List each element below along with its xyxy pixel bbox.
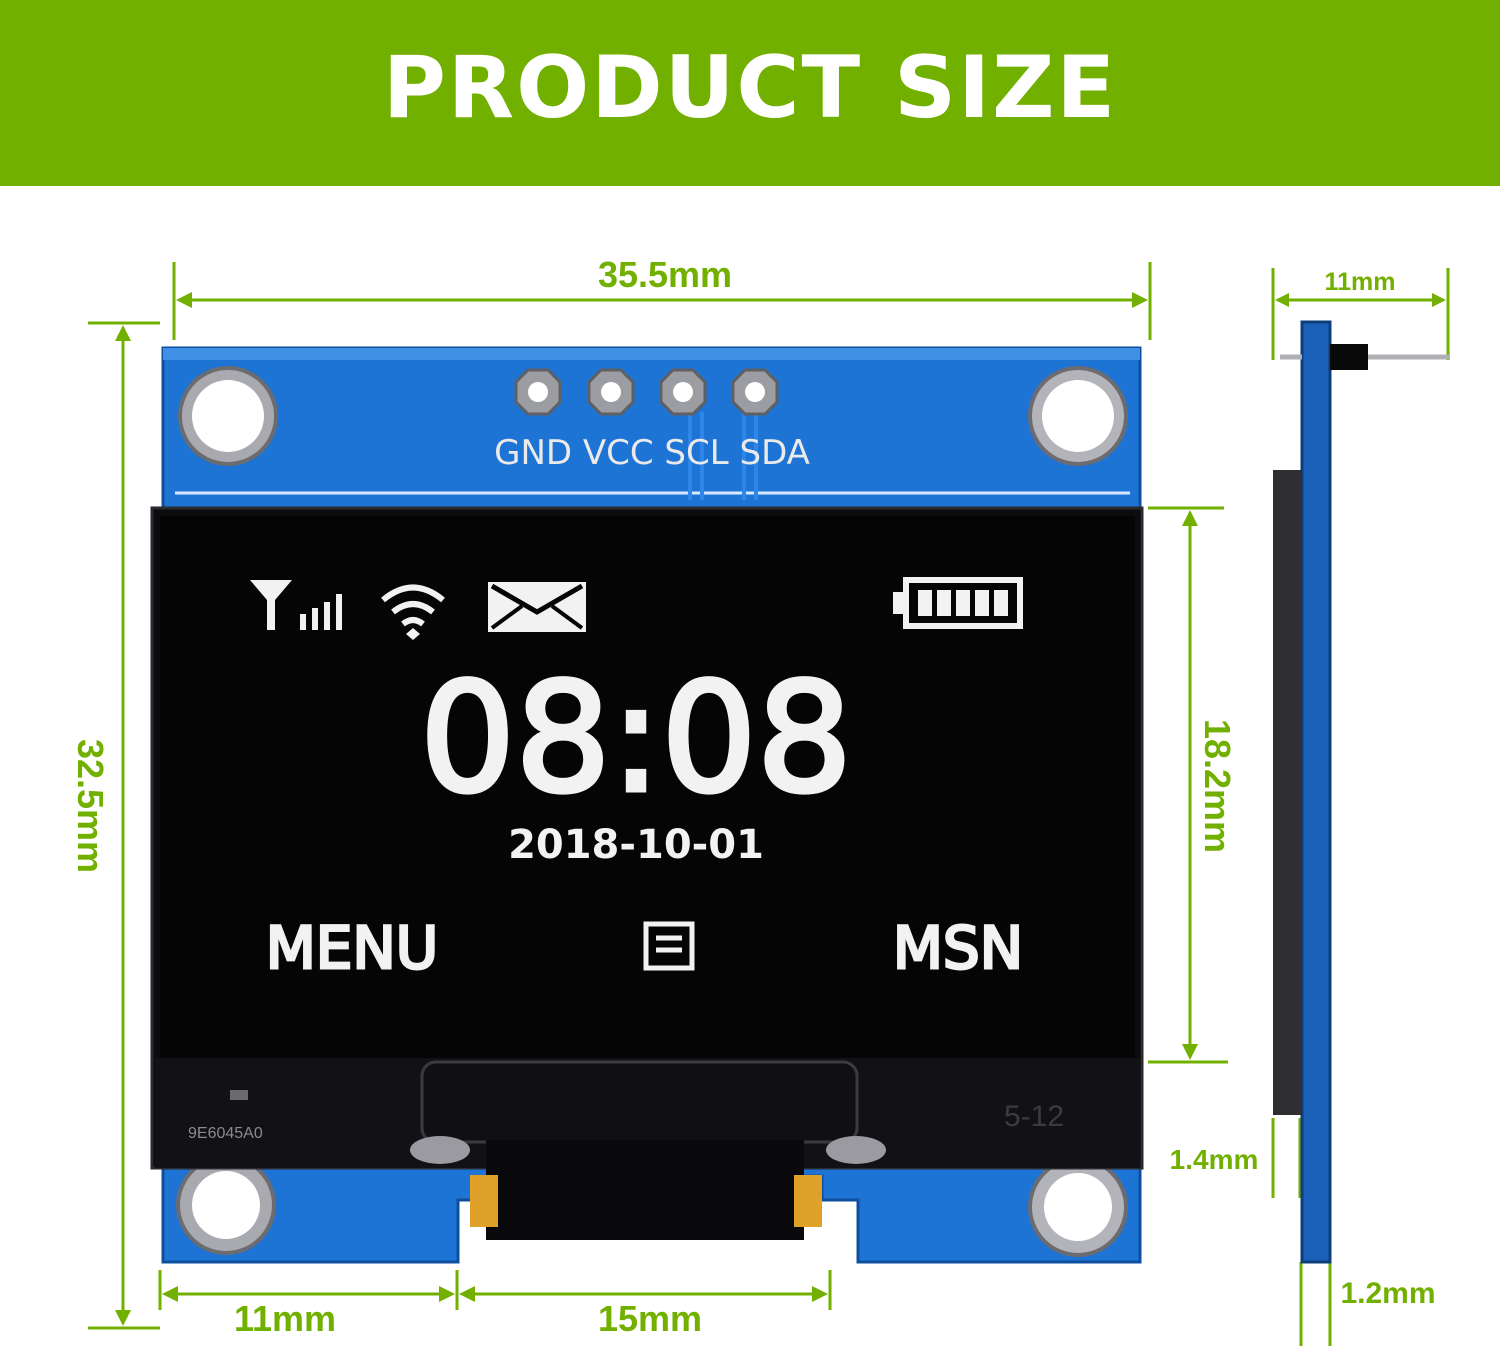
side-display xyxy=(1273,470,1302,1115)
width-dimension: 35.5mm xyxy=(597,254,733,295)
signal-icon xyxy=(250,580,342,630)
menu-label: MENU xyxy=(266,914,439,982)
page-title: PRODUCT SIZE xyxy=(382,38,1118,138)
display-height-dimension: 18.2mm xyxy=(1197,718,1238,854)
wifi-icon xyxy=(381,584,445,640)
mail-icon xyxy=(488,582,586,632)
side-pcb xyxy=(1300,320,1332,1264)
side-depth-dimension: 11mm xyxy=(1324,268,1396,296)
oled-content: 08:08 2018-10-01 MENU MSN 9E6045A0 5-12 … xyxy=(188,433,1064,1142)
msn-label: MSN xyxy=(893,914,1023,982)
list-icon xyxy=(643,921,695,971)
header-banner: PRODUCT SIZE xyxy=(0,0,1500,186)
oled-module-side xyxy=(1273,320,1450,1264)
pin-labels: GND VCC SCL SDA xyxy=(494,433,810,473)
flex-connector xyxy=(420,1060,859,1144)
chip-code: 9E6045A0 xyxy=(188,1125,263,1142)
clock-time: 08:08 xyxy=(420,652,852,826)
clock-date: 2018-10-01 xyxy=(508,822,764,868)
dimension-lines xyxy=(88,262,1450,1346)
connector-width-dimension: 15mm xyxy=(597,1298,703,1339)
side-header-pin xyxy=(1330,344,1368,370)
side-gap-dimension: 1.4mm xyxy=(1169,1144,1259,1175)
left-offset-dimension: 11mm xyxy=(233,1298,337,1339)
pcb-thickness-dimension: 1.2mm xyxy=(1340,1277,1436,1310)
height-dimension: 32.5mm xyxy=(70,738,111,874)
battery-icon xyxy=(893,577,1023,629)
lot-marking: 5-12 xyxy=(1004,1100,1064,1133)
